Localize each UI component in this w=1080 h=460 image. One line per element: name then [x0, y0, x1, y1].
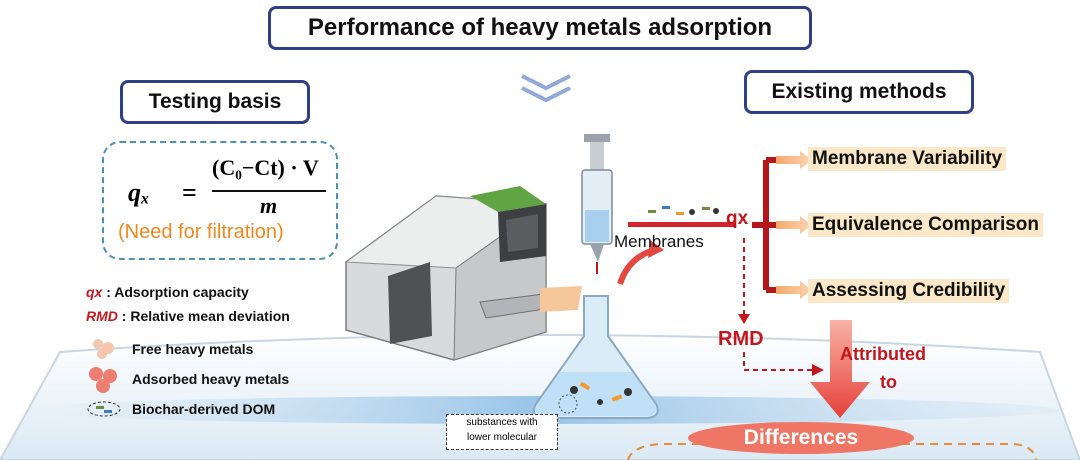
substances-note: substances with lower molecular: [446, 414, 558, 450]
rmd-to-attributed-dash: [743, 352, 812, 371]
method-equivalence-comparison: Equivalence Comparison: [808, 213, 1044, 237]
attributed-label: Attributed: [840, 344, 926, 364]
legend-rmd-key: RMD: [86, 308, 118, 324]
chevron-down-icon: [521, 74, 571, 103]
syringe-icon: [581, 134, 613, 274]
fraction-line: [212, 190, 326, 192]
substances-note-line1: substances with: [466, 417, 538, 428]
adsorbed-metals-icon: [89, 367, 117, 393]
legend-adsorbed-metals: Adsorbed heavy metals: [132, 371, 290, 387]
filtration-note: (Need for filtration): [118, 221, 284, 243]
dom-icon: [87, 401, 121, 417]
page-title: Performance of heavy metals adsorption: [268, 6, 812, 50]
analyzer-instrument: [344, 186, 582, 361]
legend-qx: qx : Adsorption capacity: [86, 284, 249, 300]
formula-box: qₓ = (C₀−Ct) · V m (Need for filtration): [102, 141, 338, 260]
testing-basis-label: Testing basis: [120, 80, 310, 124]
method-arrows: [776, 151, 812, 299]
existing-methods-label: Existing methods: [744, 70, 974, 114]
legend-rmd-text: : Relative mean deviation: [117, 308, 290, 324]
methods-bracket: [752, 157, 776, 293]
flask-icon: [533, 295, 659, 419]
membrane-particles: [648, 206, 719, 215]
legend-rmd: RMD : Relative mean deviation: [86, 308, 290, 324]
membranes-label: Membranes: [614, 232, 704, 251]
attributed-to-label: to: [880, 372, 897, 392]
method-assessing-credibility: Assessing Credibility: [808, 279, 1010, 303]
formula-numerator: (C₀−Ct) · V: [212, 155, 319, 180]
qx-label: qx: [726, 208, 749, 229]
rmd-label: RMD: [718, 328, 764, 350]
free-metals-icon: [93, 339, 114, 359]
legend-dom: Biochar-derived DOM: [132, 401, 276, 417]
differences-badge: Differences: [688, 422, 914, 454]
formula-denominator: m: [260, 193, 278, 218]
membrane-bar: [628, 222, 736, 227]
formula-equals: =: [182, 178, 197, 207]
formula-lhs: qₓ: [128, 178, 150, 207]
attributed-arrow: [810, 320, 870, 418]
legend-qx-key: qx: [86, 284, 103, 300]
legend-free-metals: Free heavy metals: [132, 341, 254, 357]
substances-note-line2: lower molecular: [466, 432, 538, 443]
legend-qx-text: : Adsorption capacity: [102, 284, 249, 300]
method-membrane-variability: Membrane Variability: [808, 147, 1007, 171]
